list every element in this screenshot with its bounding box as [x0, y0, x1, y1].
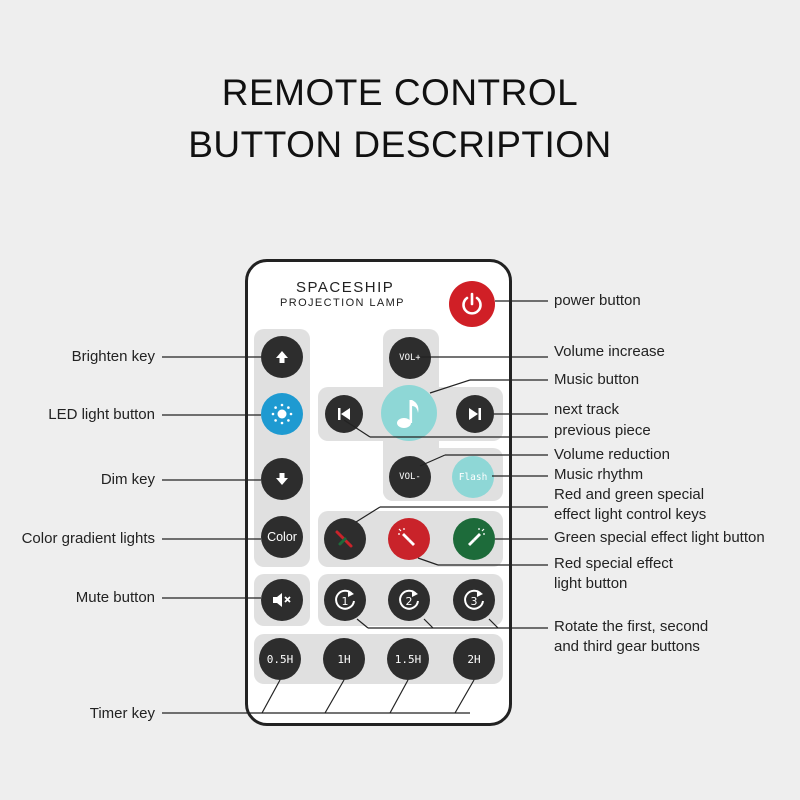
label-red-effect-line1: Red special effect — [554, 555, 673, 572]
flash-button[interactable]: Flash — [452, 456, 494, 498]
color-gradient-button[interactable]: Color — [261, 516, 303, 558]
flashlight-icon — [398, 528, 415, 546]
led-light-button[interactable] — [261, 393, 303, 435]
svg-text:3: 3 — [471, 595, 478, 608]
label-color-gradient: Color gradient lights — [21, 530, 155, 547]
page-title-line-2: BUTTON DESCRIPTION — [188, 124, 612, 165]
brand-name: SPACESHIP — [296, 279, 395, 296]
up-arrow-icon — [276, 351, 288, 363]
leader-timer-1 — [261, 679, 281, 714]
red-effect-button[interactable] — [388, 518, 430, 560]
label-dim-key: Dim key — [100, 471, 155, 488]
flashlight-icon-green — [468, 528, 485, 546]
label-led-light-button: LED light button — [48, 406, 155, 423]
timer-1-5h-button[interactable]: 1.5H — [387, 638, 429, 680]
timer-0-5h-button[interactable]: 0.5H — [259, 638, 301, 680]
leader-red — [417, 557, 439, 566]
rotate-2-icon: 2 — [399, 589, 419, 610]
music-note-icon — [397, 400, 419, 428]
next-track-icon — [469, 408, 481, 420]
leader-music — [429, 379, 471, 394]
red-green-flashlight-icon — [335, 530, 353, 548]
music-button[interactable] — [381, 385, 437, 441]
brighten-button[interactable] — [261, 336, 303, 378]
timer-0-5h-label: 0.5H — [266, 652, 294, 666]
timer-1-5h-label: 1.5H — [394, 652, 422, 666]
label-previous-piece: previous piece — [554, 422, 651, 439]
volume-up-label: VOL+ — [399, 353, 421, 363]
leader-prev — [343, 419, 371, 438]
label-green-effect: Green special effect light button — [554, 529, 765, 546]
label-volume-increase: Volume increase — [554, 343, 665, 360]
label-red-green-line1: Red and green special — [554, 486, 705, 503]
rotate-3-icon: 3 — [464, 589, 484, 610]
timer-2h-label: 2H — [467, 652, 481, 666]
label-rotate-line2: and third gear buttons — [554, 638, 700, 655]
leader-timer-2 — [324, 679, 345, 714]
label-power-button: power button — [554, 292, 641, 309]
leader-rotate-3 — [423, 618, 434, 629]
label-mute-button: Mute button — [75, 589, 155, 606]
mute-icon — [273, 593, 291, 607]
volume-down-button[interactable]: VOL- — [389, 456, 431, 498]
down-arrow-icon — [276, 473, 288, 485]
rotate-2-button[interactable]: 2 — [388, 579, 430, 621]
flash-label: Flash — [458, 471, 488, 483]
leader-timer-3 — [389, 679, 409, 714]
label-music-button: Music button — [554, 371, 640, 388]
green-effect-button[interactable] — [453, 518, 495, 560]
label-brighten-key: Brighten key — [71, 348, 155, 365]
dim-button[interactable] — [261, 458, 303, 500]
leader-rotate — [356, 618, 369, 629]
volume-down-label: VOL- — [399, 472, 421, 482]
rotate-3-button[interactable]: 3 — [453, 579, 495, 621]
leader-rg — [355, 506, 381, 523]
previous-track-button[interactable] — [325, 395, 363, 433]
label-rotate-line1: Rotate the first, second — [554, 618, 709, 635]
mute-button[interactable] — [261, 579, 303, 621]
rotate-1-button[interactable]: 1 — [324, 579, 366, 621]
timer-1h-button[interactable]: 1H — [323, 638, 365, 680]
power-button[interactable] — [449, 281, 495, 327]
sun-icon — [271, 403, 293, 425]
label-volume-reduction: Volume reduction — [554, 446, 670, 463]
svg-text:1: 1 — [342, 595, 349, 608]
label-timer-key: Timer key — [89, 705, 155, 722]
color-button-label: Color — [267, 530, 297, 544]
label-next-track: next track — [554, 401, 620, 418]
brand-subtitle: PROJECTION LAMP — [280, 297, 405, 309]
label-red-green-line2: effect light control keys — [554, 506, 707, 523]
page-title-line-1: REMOTE CONTROL — [221, 72, 579, 113]
previous-track-icon — [338, 408, 350, 420]
svg-text:2: 2 — [406, 595, 413, 608]
timer-1h-label: 1H — [337, 652, 351, 666]
power-icon — [462, 292, 482, 315]
leader-timer-4 — [454, 679, 475, 714]
label-music-rhythm: Music rhythm — [554, 466, 644, 483]
leader-vol-down — [419, 454, 446, 467]
rotate-1-icon: 1 — [335, 589, 355, 610]
red-green-effect-button[interactable] — [324, 518, 366, 560]
leader-rotate-4 — [488, 618, 499, 629]
timer-2h-button[interactable]: 2H — [453, 638, 495, 680]
next-track-button[interactable] — [456, 395, 494, 433]
label-red-effect-line2: light button — [554, 575, 628, 592]
volume-up-button[interactable]: VOL+ — [389, 337, 431, 379]
